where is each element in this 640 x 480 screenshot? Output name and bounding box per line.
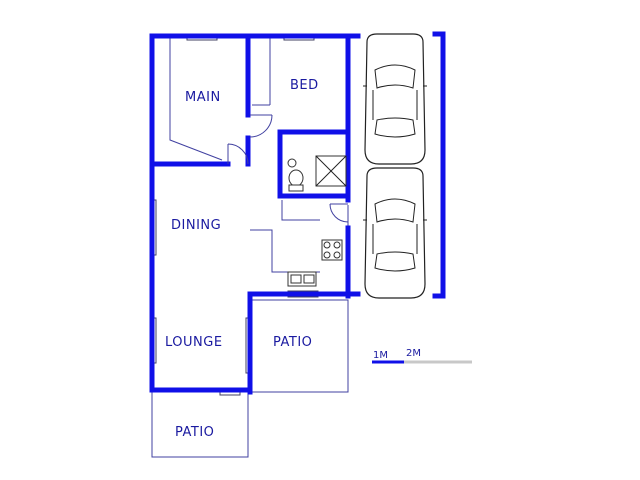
- thin-lines: [151, 38, 421, 458]
- door-kitchen-arc: [329, 203, 349, 223]
- car-top: [363, 33, 427, 165]
- basin: [287, 158, 297, 168]
- passage-line: [281, 200, 320, 221]
- room-label-main: MAIN: [185, 90, 221, 105]
- wall-bath: [277, 129, 351, 199]
- kitchen-fixtures: [287, 239, 343, 287]
- room-label-lounge: LOUNGE: [165, 335, 223, 350]
- door-main-arc: [227, 143, 249, 165]
- room-label-patio-side: PATIO: [273, 335, 312, 350]
- door-bed-arc: [249, 114, 273, 138]
- doors: [227, 114, 349, 223]
- toilet: [288, 169, 304, 187]
- scale-bar: 1M 2M: [372, 348, 472, 364]
- room-label-dining: DINING: [171, 218, 221, 233]
- scale-label-2m: 2M: [406, 348, 421, 359]
- toilet-cistern: [288, 184, 304, 192]
- side-patio-outline: [250, 299, 349, 393]
- wall-outer-left-top: [149, 33, 361, 393]
- kitchen-counter-line: [250, 229, 320, 273]
- room-label-bed: BED: [290, 78, 319, 93]
- walls: [149, 31, 446, 395]
- bathroom-fixtures: [287, 155, 347, 192]
- room-labels: MAIN BED DINING LOUNGE PATIO PATIO: [165, 78, 319, 440]
- car-bottom: [363, 167, 427, 299]
- room-label-patio-front: PATIO: [175, 425, 214, 440]
- scale-label-1m: 1M: [373, 350, 388, 361]
- main-wardrobe-line: [169, 38, 223, 161]
